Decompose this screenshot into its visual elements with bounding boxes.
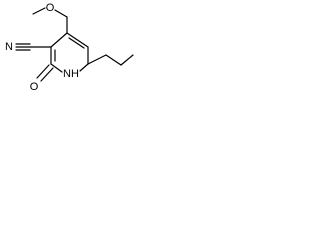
bond-ca-cb xyxy=(105,54,122,66)
methoxymethyl-group xyxy=(32,7,68,34)
ring-nh-label: NH xyxy=(63,68,79,80)
methoxy-oxygen-label: O xyxy=(46,2,55,14)
molecule-structure: O N O NH xyxy=(5,2,134,93)
nitrile-group xyxy=(15,43,52,51)
bond-c2-o-2 xyxy=(40,67,54,82)
bond-c4-c5 xyxy=(66,32,89,48)
bond-ch2-o xyxy=(54,9,68,18)
bond-n1-c2 xyxy=(50,63,63,73)
bond-c4-c3 xyxy=(50,32,68,48)
bond-cb-cc xyxy=(120,54,134,66)
bond-c6-ca xyxy=(87,54,107,65)
carbonyl-group xyxy=(36,64,54,82)
bond-c4-c5-inner xyxy=(68,37,85,49)
propyl-chain xyxy=(87,54,134,66)
bond-o-ch3 xyxy=(32,7,46,15)
pyridinone-ring xyxy=(50,32,89,73)
carbonyl-oxygen-label: O xyxy=(30,81,39,93)
bond-c6-n1 xyxy=(79,63,89,72)
bond-c2-o-1 xyxy=(36,64,50,79)
nitrile-nitrogen-label: N xyxy=(5,41,13,53)
